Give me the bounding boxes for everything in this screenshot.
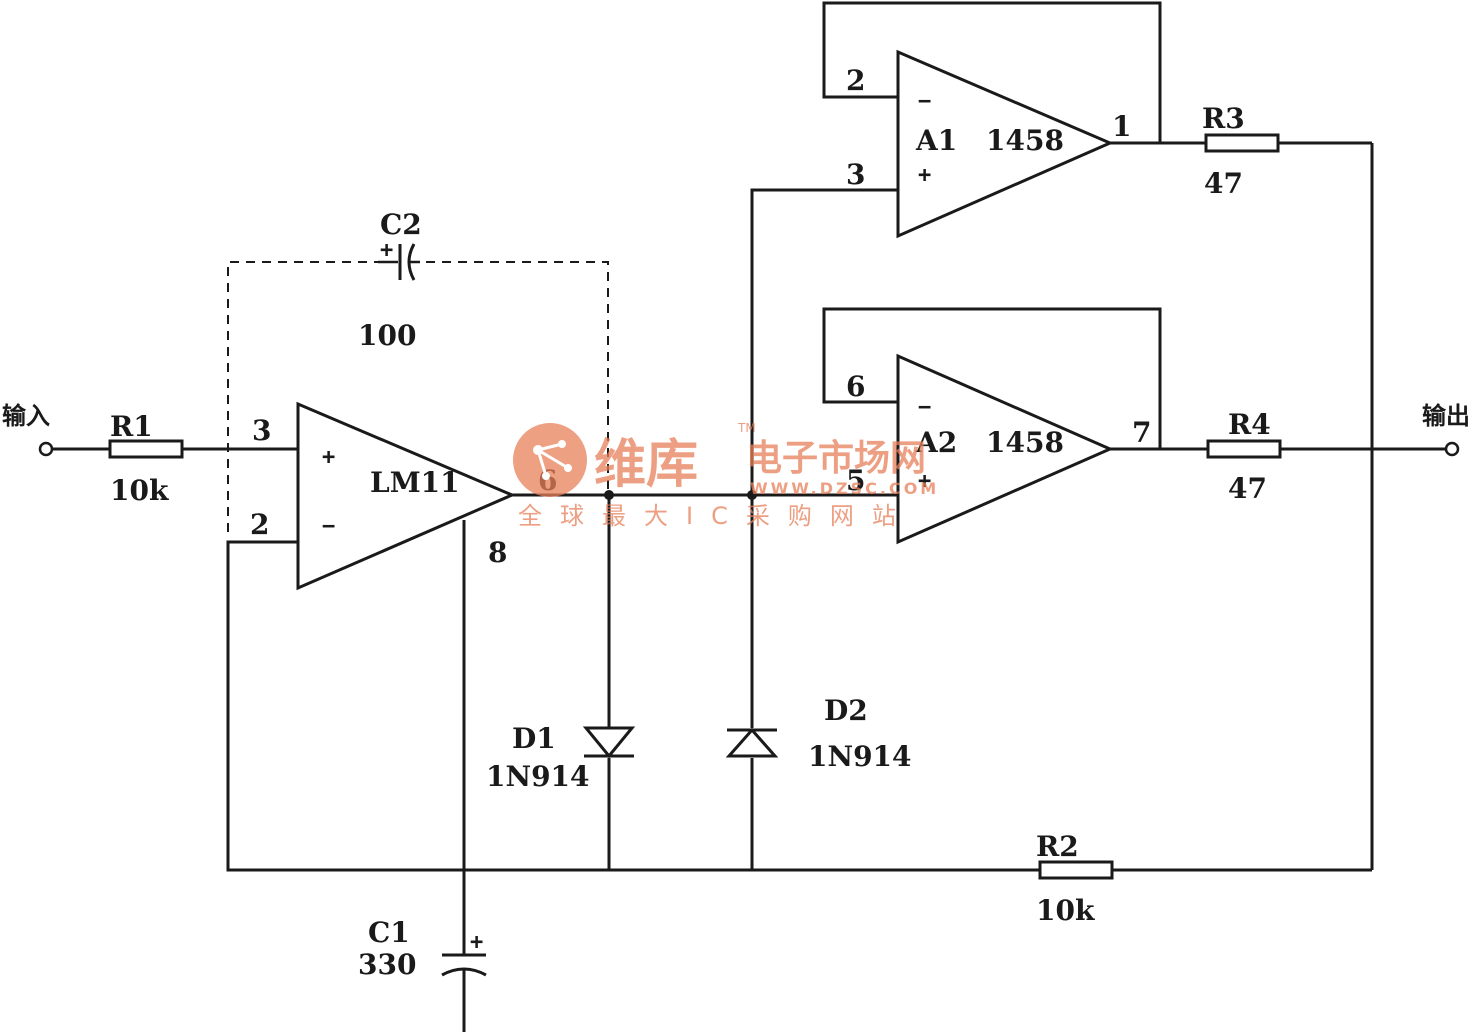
c1-capacitor [441,953,487,977]
c2-name: C2 [380,208,422,241]
d1-name: D1 [512,722,556,755]
watermark-tagline: 电子市场网 [746,438,926,479]
a1-minus-sign: − [918,89,931,114]
lm11-minus-sign: − [322,514,335,539]
c2-plus: + [380,238,393,263]
r4-resistor [1206,439,1282,459]
d2-diode [725,727,779,758]
watermark-brand: 维库 [594,435,698,495]
lm11-plus-sign: + [322,445,335,470]
c1-value: 330 [358,948,416,981]
a1-plus-sign: + [918,163,931,188]
a1-pin-1: 1 [1112,110,1131,143]
r2-value: 10k [1036,894,1095,927]
a2-opamp [896,353,1114,545]
r3-value: 47 [1204,167,1243,200]
watermark-logo [513,423,587,497]
d2-value: 1N914 [808,740,912,773]
r3-name: R3 [1202,102,1245,135]
a2-pin-5: 5 [846,464,865,497]
r2-name: R2 [1036,830,1079,863]
watermark: 维库 TM 电子市场网 WWW.DZSC.COM 全球最大IC采购网站 [513,421,939,530]
lm11-opamp [296,401,516,591]
d2-name: D2 [824,694,868,727]
output-label: 输出 [1422,402,1470,430]
d1-diode [582,726,636,759]
a2-part: 1458 [986,426,1064,459]
lm11-pin-3: 3 [252,414,271,447]
a2-name: A2 [915,426,957,459]
c2-value: 100 [358,319,416,352]
a1-name: A1 [915,124,957,157]
r4-name: R4 [1228,408,1271,441]
a1-opamp [896,49,1114,239]
c2-dashed-feedback [227,243,609,532]
d1-value: 1N914 [486,760,590,793]
a2-minus-sign: − [918,395,931,420]
junction-dots [604,490,757,500]
watermark-subtitle: 全球最大IC采购网站 [518,502,914,530]
lm11-name: LM11 [370,466,460,499]
r1-value: 10k [110,474,169,507]
lm11-pin-8: 8 [488,536,507,569]
output-terminal [1444,441,1460,457]
r1-resistor [108,439,184,459]
c1-plus: + [470,930,483,955]
a1-part: 1458 [986,124,1064,157]
input-label: 输入 [2,402,50,430]
watermark-tm: TM [737,421,756,435]
r2-resistor [1038,860,1114,880]
input-terminal [38,441,54,457]
a1-pin-2: 2 [846,64,865,97]
lm11-pin-2: 2 [250,508,269,541]
r1-name: R1 [110,410,153,443]
a2-pin-7: 7 [1132,416,1151,449]
wires [52,1,1446,1032]
r4-value: 47 [1228,472,1267,505]
a2-plus-sign: + [918,469,931,494]
a2-pin-6: 6 [846,370,865,403]
watermark-url: WWW.DZSC.COM [750,479,939,498]
r3-resistor [1204,133,1280,153]
c1-name: C1 [368,916,410,949]
a1-pin-3: 3 [846,158,865,191]
